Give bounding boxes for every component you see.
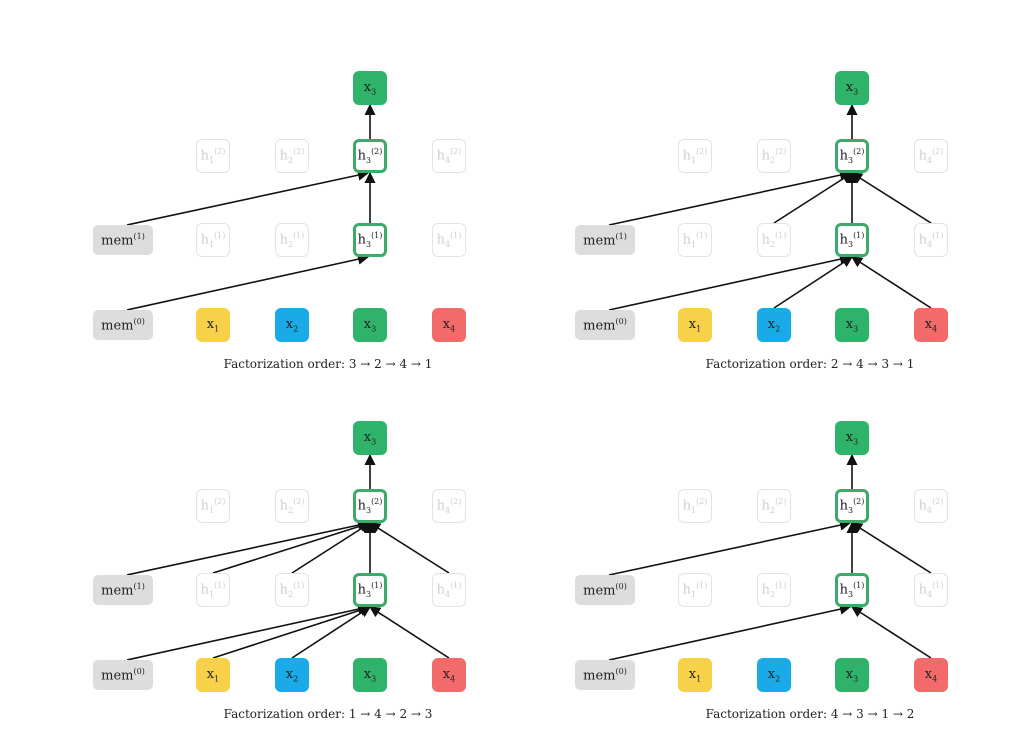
panel-3-edge-mem0-to-h3-1: [126, 603, 370, 661]
panel-2-mem-1-node: mem(1): [575, 225, 635, 255]
panel-2-h1-layer2-node: h1(2): [678, 139, 712, 173]
panel-4-output-x3-node: x3: [835, 421, 869, 455]
panel-3-h1-layer2-node: h1(2): [196, 489, 230, 523]
panel-3-h2-layer1-node: h2(1): [275, 573, 309, 607]
panel-2-input-x3-node: x3: [835, 308, 869, 342]
panel-4-h4-layer2-node: h4(2): [914, 489, 948, 523]
panel-1-h4-layer2-node: h4(2): [432, 139, 466, 173]
panel-2-edge-h4-1-to-h3-2: [851, 172, 932, 224]
panel-2-h2-layer1-node: h2(1): [757, 223, 791, 257]
panel-4-h1-layer1-node: h1(1): [678, 573, 712, 607]
panel-1-h1-layer2-node: h1(2): [196, 139, 230, 173]
panel-3-h3-layer2-node: h3(2): [353, 489, 387, 523]
panel-3-h4-layer1-node: h4(1): [432, 573, 466, 607]
panel-2-edge-x4-to-h3-1: [851, 256, 932, 309]
panel-1-h3-layer1-node: h3(1): [353, 223, 387, 257]
panel-1-input-x4-node: x4: [432, 308, 466, 342]
panel-2-output-x3-node: x3: [835, 71, 869, 105]
panel-2-edge-x2-to-h3-1: [773, 256, 853, 309]
panel-4-edge-h4-1-to-h3-2: [851, 522, 932, 574]
panel-2-edge-mem1-to-h3-2: [608, 169, 852, 226]
panel-4-h4-layer1-node: h4(1): [914, 573, 948, 607]
panel-1-mem-1-node: mem(1): [93, 225, 153, 255]
panel-1-h1-layer1-node: h1(1): [196, 223, 230, 257]
panel-4-h3-layer2-node: h3(2): [835, 489, 869, 523]
panel-4-edge-mem0-to-h3-1: [608, 603, 852, 661]
panel-2-h3-layer2-node: h3(2): [835, 139, 869, 173]
panel-2-caption: Factorization order: 2 → 4 → 3 → 1: [705, 357, 915, 371]
panel-3-h2-layer2-node: h2(2): [275, 489, 309, 523]
panel-4-edge-x4-to-h3-1: [851, 606, 932, 659]
panel-2-h1-layer1-node: h1(1): [678, 223, 712, 257]
panel-4-h2-layer2-node: h2(2): [757, 489, 791, 523]
panel-1-h2-layer1-node: h2(1): [275, 223, 309, 257]
panel-1-mem-0-node: mem(0): [93, 310, 153, 340]
panel-1-caption: Factorization order: 3 → 2 → 4 → 1: [223, 357, 433, 371]
panel-3-input-x2-node: x2: [275, 658, 309, 692]
panel-2-edge-h2-1-to-h3-2: [773, 172, 853, 224]
panel-1-input-x3-node: x3: [353, 308, 387, 342]
panel-3-input-x4-node: x4: [432, 658, 466, 692]
panel-2-input-x2-node: x2: [757, 308, 791, 342]
panel-4-h1-layer2-node: h1(2): [678, 489, 712, 523]
panel-3-edge-h2-1-to-h3-2: [291, 522, 371, 574]
panel-4-input-x2-node: x2: [757, 658, 791, 692]
panel-2-input-x4-node: x4: [914, 308, 948, 342]
panel-4-edge-mem1-to-h3-2: [608, 519, 852, 576]
panel-2-h4-layer2-node: h4(2): [914, 139, 948, 173]
panel-1-edge-mem0-to-h3-1: [126, 253, 370, 311]
panel-1-h3-layer2-node: h3(2): [353, 139, 387, 173]
panel-1-input-x1-node: x1: [196, 308, 230, 342]
panel-2-edge-mem0-to-h3-1: [608, 253, 852, 311]
panel-3-edge-x4-to-h3-1: [369, 606, 450, 659]
panel-4-h2-layer1-node: h2(1): [757, 573, 791, 607]
panel-4-input-x4-node: x4: [914, 658, 948, 692]
panel-1-edge-mem1-to-h3-2: [126, 169, 370, 226]
panel-1-input-x2-node: x2: [275, 308, 309, 342]
panel-3-h4-layer2-node: h4(2): [432, 489, 466, 523]
panel-1-h4-layer1-node: h4(1): [432, 223, 466, 257]
panel-3-output-x3-node: x3: [353, 421, 387, 455]
panel-3-edge-mem1-to-h3-2: [126, 519, 370, 576]
panel-3-mem-1-node: mem(1): [93, 575, 153, 605]
panel-4-mem-1-node: mem(0): [575, 575, 635, 605]
panel-3-h1-layer1-node: h1(1): [196, 573, 230, 607]
panel-3-h3-layer1-node: h3(1): [353, 573, 387, 607]
panel-3-edge-x1-to-h3-1: [212, 604, 372, 659]
panel-4-input-x1-node: x1: [678, 658, 712, 692]
panel-2-h4-layer1-node: h4(1): [914, 223, 948, 257]
panel-3-input-x1-node: x1: [196, 658, 230, 692]
panel-4-mem-0-node: mem(0): [575, 660, 635, 690]
panel-2-h3-layer1-node: h3(1): [835, 223, 869, 257]
panel-4-caption: Factorization order: 4 → 3 → 1 → 2: [705, 707, 915, 721]
panel-4-h3-layer1-node: h3(1): [835, 573, 869, 607]
panel-3-edge-x2-to-h3-1: [291, 606, 371, 659]
panel-2-h2-layer2-node: h2(2): [757, 139, 791, 173]
panel-2-mem-0-node: mem(0): [575, 310, 635, 340]
panel-3-input-x3-node: x3: [353, 658, 387, 692]
panel-1-h2-layer2-node: h2(2): [275, 139, 309, 173]
panel-3-edge-h4-1-to-h3-2: [369, 522, 450, 574]
panel-3-mem-0-node: mem(0): [93, 660, 153, 690]
panel-2-input-x1-node: x1: [678, 308, 712, 342]
panel-4-input-x3-node: x3: [835, 658, 869, 692]
panel-1-output-x3-node: x3: [353, 71, 387, 105]
panel-3-edge-h1-1-to-h3-2: [212, 520, 372, 574]
panel-3-caption: Factorization order: 1 → 4 → 2 → 3: [223, 707, 433, 721]
